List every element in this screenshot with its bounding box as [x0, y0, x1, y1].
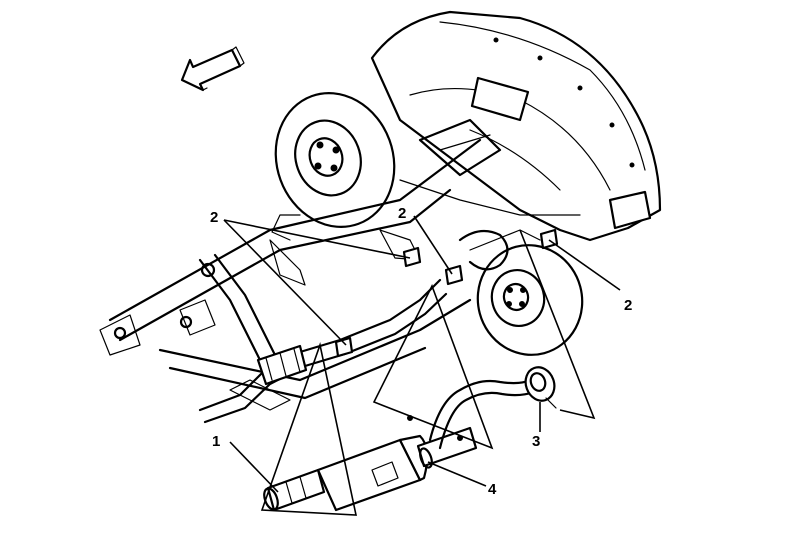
- leader-lines: [223, 215, 621, 516]
- tailpipe-tip: [524, 366, 557, 409]
- callout-3: 3: [532, 433, 540, 450]
- callout-2-right: 2: [624, 297, 632, 314]
- callout-2-middle: 2: [398, 205, 406, 222]
- vehicle-body-underside: [370, 10, 662, 242]
- callout-4: 4: [488, 481, 497, 498]
- rear-tire: [476, 244, 584, 356]
- callout-2-left: 2: [210, 209, 218, 226]
- callout-1: 1: [212, 433, 220, 450]
- muffler: [316, 426, 478, 512]
- callout-labels: 1 2 2 2 3 4: [210, 205, 632, 498]
- spare-tire: [271, 91, 396, 241]
- front-direction-arrow-icon: [180, 46, 245, 92]
- intermediate-pipe: [263, 468, 326, 512]
- vehicle-frame: [99, 118, 581, 411]
